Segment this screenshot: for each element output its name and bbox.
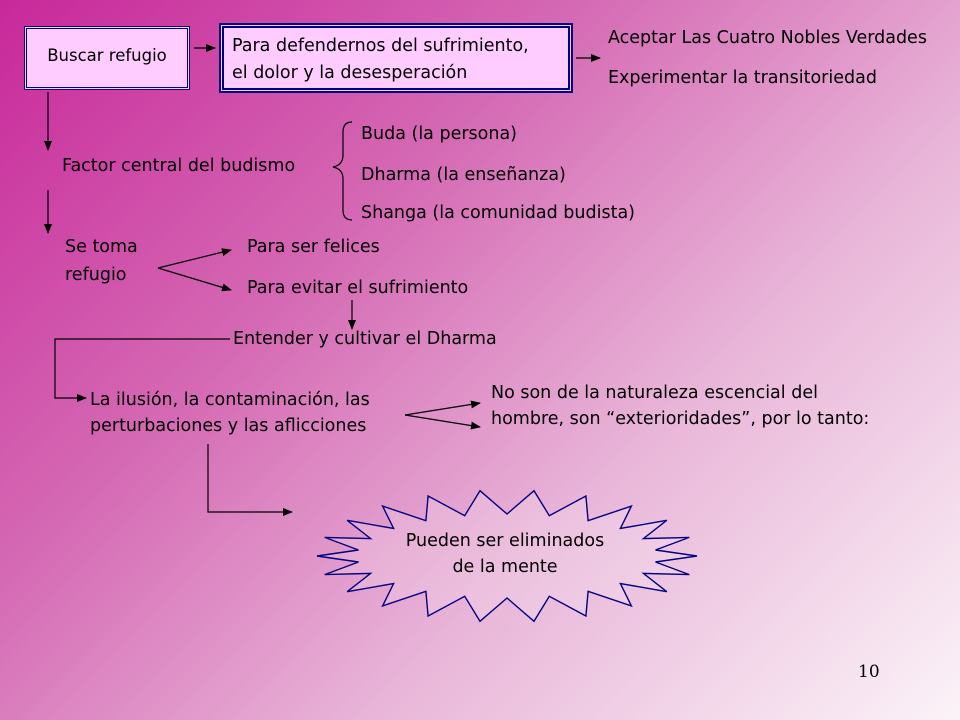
pueden-line1: Pueden ser eliminados xyxy=(405,531,605,551)
ilusion-line2: perturbaciones y las aflicciones xyxy=(90,416,367,436)
defender-label-line1: Para defendernos del sufrimiento, xyxy=(232,36,529,56)
brace-three-jewels xyxy=(332,121,353,221)
ser-felices-text: Para ser felices xyxy=(247,237,380,257)
arrow-entender-to-ilusion xyxy=(54,338,230,402)
shanga-text: Shanga (la comunidad budista) xyxy=(361,203,636,223)
dharma-text: Dharma (la enseñanza) xyxy=(361,165,566,185)
defender-label-line2: el dolor y la desesperación xyxy=(232,63,468,83)
se-toma-line1: Se toma xyxy=(65,237,138,257)
factor-central-text: Factor central del budismo xyxy=(62,156,296,176)
defender-box: Para defendernos del sufrimiento, el dol… xyxy=(219,23,573,93)
buscar-refugio-box: Buscar refugio xyxy=(24,26,190,90)
experimentar-text: Experimentar la transitoriedad xyxy=(608,68,877,88)
arrow-ilusion-fork-lower xyxy=(404,414,481,430)
no-son-line1: No son de la naturaleza escencial del xyxy=(491,383,818,403)
arrow-ilusion-fork-upper xyxy=(404,400,481,416)
entender-text: Entender y cultivar el Dharma xyxy=(233,329,497,349)
evitar-sufrimiento-text: Para evitar el sufrimiento xyxy=(247,278,469,298)
se-toma-line2: refugio xyxy=(65,265,127,285)
page-number: 10 xyxy=(858,662,880,682)
no-son-line2: hombre, son “exterioridades”, por lo tan… xyxy=(491,409,870,429)
pueden-line2: de la mente xyxy=(452,557,558,577)
buscar-refugio-label: Buscar refugio xyxy=(47,46,167,65)
buda-text: Buda (la persona) xyxy=(361,124,518,144)
aceptar-text: Aceptar Las Cuatro Nobles Verdades xyxy=(608,28,927,48)
arrow-se-toma-to-felices xyxy=(157,248,232,269)
arrow-se-toma-to-evitar xyxy=(157,267,232,292)
ilusion-line1: La ilusión, la contaminación, las xyxy=(90,390,370,410)
arrow-ilusion-to-burst xyxy=(207,444,293,516)
starburst-shape xyxy=(316,489,698,623)
